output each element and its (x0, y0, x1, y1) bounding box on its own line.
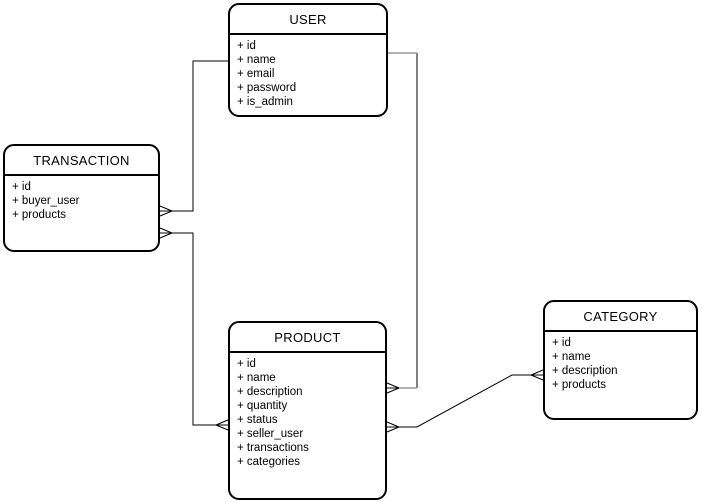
field-user-id[interactable]: + id (237, 40, 256, 52)
entity-product-title: PRODUCT (230, 323, 385, 353)
field-user-is-admin[interactable]: + is_admin (237, 96, 293, 108)
field-product-quantity[interactable]: + quantity (237, 400, 288, 412)
entity-category-title: CATEGORY (545, 302, 696, 332)
field-category-id[interactable]: + id (552, 337, 571, 349)
field-user-password[interactable]: + password (237, 82, 297, 94)
field-transaction-buyer-user[interactable]: + buyer_user (12, 195, 80, 207)
field-category-name[interactable]: + name (552, 351, 591, 363)
field-product-id[interactable]: + id (237, 358, 256, 370)
entity-user-fields: + id + name + email + password + is_admi… (230, 35, 386, 109)
field-product-seller-user[interactable]: + seller_user (237, 428, 304, 440)
edge-transaction-product[interactable] (172, 232, 216, 426)
field-product-transactions[interactable]: + transactions (237, 442, 309, 454)
crow-foot-product-right-lower-icon (386, 421, 400, 433)
field-transaction-id[interactable]: + id (12, 181, 31, 193)
crow-foot-product-left-icon (215, 419, 229, 431)
field-user-name[interactable]: + name (237, 54, 276, 66)
crow-foot-product-right-upper-icon (386, 382, 400, 394)
field-product-categories[interactable]: + categories (237, 456, 300, 468)
entity-transaction[interactable]: TRANSACTION + id + buyer_user + products (3, 144, 160, 252)
entity-user[interactable]: USER + id + name + email + password + is… (228, 3, 388, 117)
crow-foot-transaction-upper-icon (159, 205, 173, 217)
field-category-description[interactable]: + description (552, 365, 618, 377)
edge-user-transaction[interactable] (172, 60, 228, 212)
crow-foot-transaction-lower-icon (159, 227, 173, 239)
field-product-name[interactable]: + name (237, 372, 276, 384)
entity-product-fields: + id + name + description + quantity + s… (230, 353, 385, 469)
crow-foot-category-left-icon (530, 369, 544, 381)
entity-product[interactable]: PRODUCT + id + name + description + quan… (228, 321, 387, 500)
entity-user-title: USER (230, 5, 386, 35)
edge-product-category[interactable] (399, 374, 531, 428)
entity-category[interactable]: CATEGORY + id + name + description + pro… (543, 300, 698, 420)
entity-category-fields: + id + name + description + products (545, 332, 696, 392)
field-category-products[interactable]: + products (552, 379, 607, 391)
entity-transaction-fields: + id + buyer_user + products (5, 176, 158, 222)
field-product-description[interactable]: + description (237, 386, 303, 398)
field-product-status[interactable]: + status (237, 414, 278, 426)
entity-transaction-title: TRANSACTION (5, 146, 158, 176)
field-user-email[interactable]: + email (237, 68, 275, 80)
field-transaction-products[interactable]: + products (12, 209, 67, 221)
